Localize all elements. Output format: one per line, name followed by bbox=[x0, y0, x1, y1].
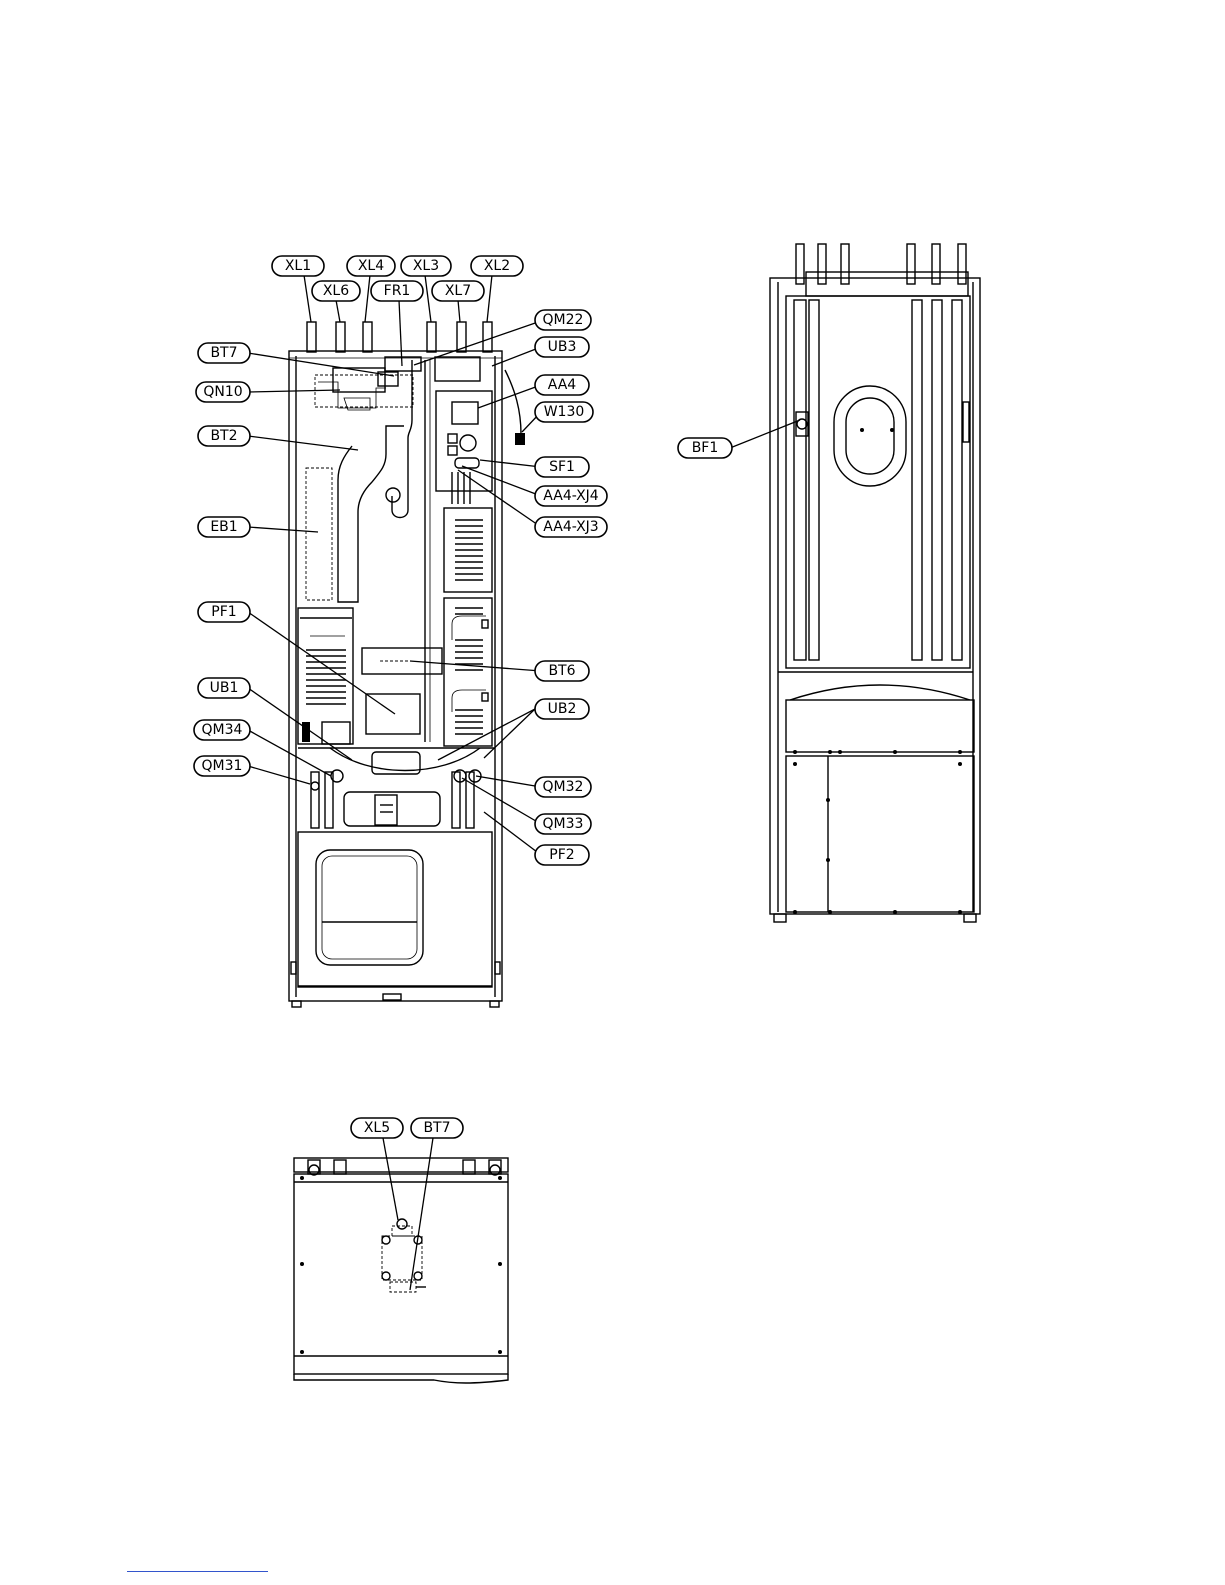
label-bt7: BT7 bbox=[210, 345, 237, 361]
label-xl3: XL3 bbox=[413, 258, 439, 274]
label-pf2: PF2 bbox=[549, 847, 574, 863]
label-aa4: AA4 bbox=[548, 377, 577, 393]
label-qn10: QN10 bbox=[203, 384, 242, 400]
label-xl1: XL1 bbox=[285, 258, 311, 274]
callout-pf1: PF1 bbox=[198, 602, 250, 622]
callout-aa4-xj3: AA4-XJ3 bbox=[535, 517, 607, 537]
label-bt6: BT6 bbox=[548, 663, 575, 679]
label-qm34: QM34 bbox=[202, 722, 243, 738]
label-sf1: SF1 bbox=[549, 459, 575, 475]
left-louvres bbox=[306, 650, 346, 704]
label-qm32: QM32 bbox=[543, 779, 584, 795]
label-bt7-top: BT7 bbox=[423, 1120, 450, 1136]
side-rivets bbox=[793, 750, 962, 914]
upper-louvres bbox=[455, 520, 483, 580]
callout-bt7-top: BT7 bbox=[411, 1118, 463, 1138]
lower-louvres bbox=[455, 608, 483, 734]
label-xl4: XL4 bbox=[358, 258, 384, 274]
label-xl6: XL6 bbox=[323, 283, 349, 299]
callout-xl4: XL4 bbox=[347, 256, 395, 276]
label-bt2: BT2 bbox=[210, 428, 237, 444]
label-qm33: QM33 bbox=[543, 816, 584, 832]
label-bf1: BF1 bbox=[692, 440, 719, 456]
bottom-valves bbox=[311, 770, 481, 828]
callout-qm32: QM32 bbox=[535, 777, 591, 797]
callout-xl5: XL5 bbox=[351, 1118, 403, 1138]
label-ub3: UB3 bbox=[548, 339, 577, 355]
callout-w130: W130 bbox=[535, 402, 593, 422]
callout-pf2: PF2 bbox=[535, 845, 589, 865]
label-aa4-xj4: AA4-XJ4 bbox=[543, 488, 599, 504]
callout-bt7: BT7 bbox=[198, 343, 250, 363]
callout-ub2: UB2 bbox=[535, 699, 589, 719]
label-xl5: XL5 bbox=[364, 1120, 390, 1136]
label-xl2: XL2 bbox=[484, 258, 510, 274]
callout-aa4: AA4 bbox=[535, 375, 589, 395]
label-eb1: EB1 bbox=[210, 519, 237, 535]
callout-xl1: XL1 bbox=[272, 256, 324, 276]
label-qm22: QM22 bbox=[543, 312, 584, 328]
callout-ub1: UB1 bbox=[198, 678, 250, 698]
callout-qm22: QM22 bbox=[535, 310, 591, 330]
callout-bt6: BT6 bbox=[535, 661, 589, 681]
callout-xl7: XL7 bbox=[432, 281, 484, 301]
callout-eb1: EB1 bbox=[198, 517, 250, 537]
label-fr1: FR1 bbox=[384, 283, 411, 299]
callout-sf1: SF1 bbox=[535, 457, 589, 477]
callout-qm34: QM34 bbox=[194, 720, 250, 740]
label-pf1: PF1 bbox=[211, 604, 236, 620]
callout-bt2: BT2 bbox=[198, 426, 250, 446]
top-view-unit bbox=[294, 1158, 508, 1383]
label-qm31: QM31 bbox=[202, 758, 243, 774]
callout-xl3: XL3 bbox=[401, 256, 451, 276]
label-xl7: XL7 bbox=[445, 283, 471, 299]
footer-rule bbox=[127, 1571, 268, 1572]
callout-qm31: QM31 bbox=[194, 756, 250, 776]
callout-qm33: QM33 bbox=[535, 814, 591, 834]
callout-aa4-xj4: AA4-XJ4 bbox=[535, 486, 607, 506]
callout-xl2: XL2 bbox=[471, 256, 523, 276]
label-ub2: UB2 bbox=[548, 701, 577, 717]
label-ub1: UB1 bbox=[210, 680, 239, 696]
side-view-unit bbox=[770, 244, 980, 922]
top-view-connections bbox=[308, 1160, 501, 1175]
label-aa4-xj3: AA4-XJ3 bbox=[543, 519, 598, 535]
callout-ub3: UB3 bbox=[535, 337, 589, 357]
callout-bf1: BF1 bbox=[678, 438, 732, 458]
label-w130: W130 bbox=[544, 404, 585, 420]
callout-xl6: XL6 bbox=[312, 281, 360, 301]
callout-fr1: FR1 bbox=[371, 281, 423, 301]
callout-qn10: QN10 bbox=[196, 382, 250, 402]
leader-lines bbox=[248, 275, 800, 1290]
